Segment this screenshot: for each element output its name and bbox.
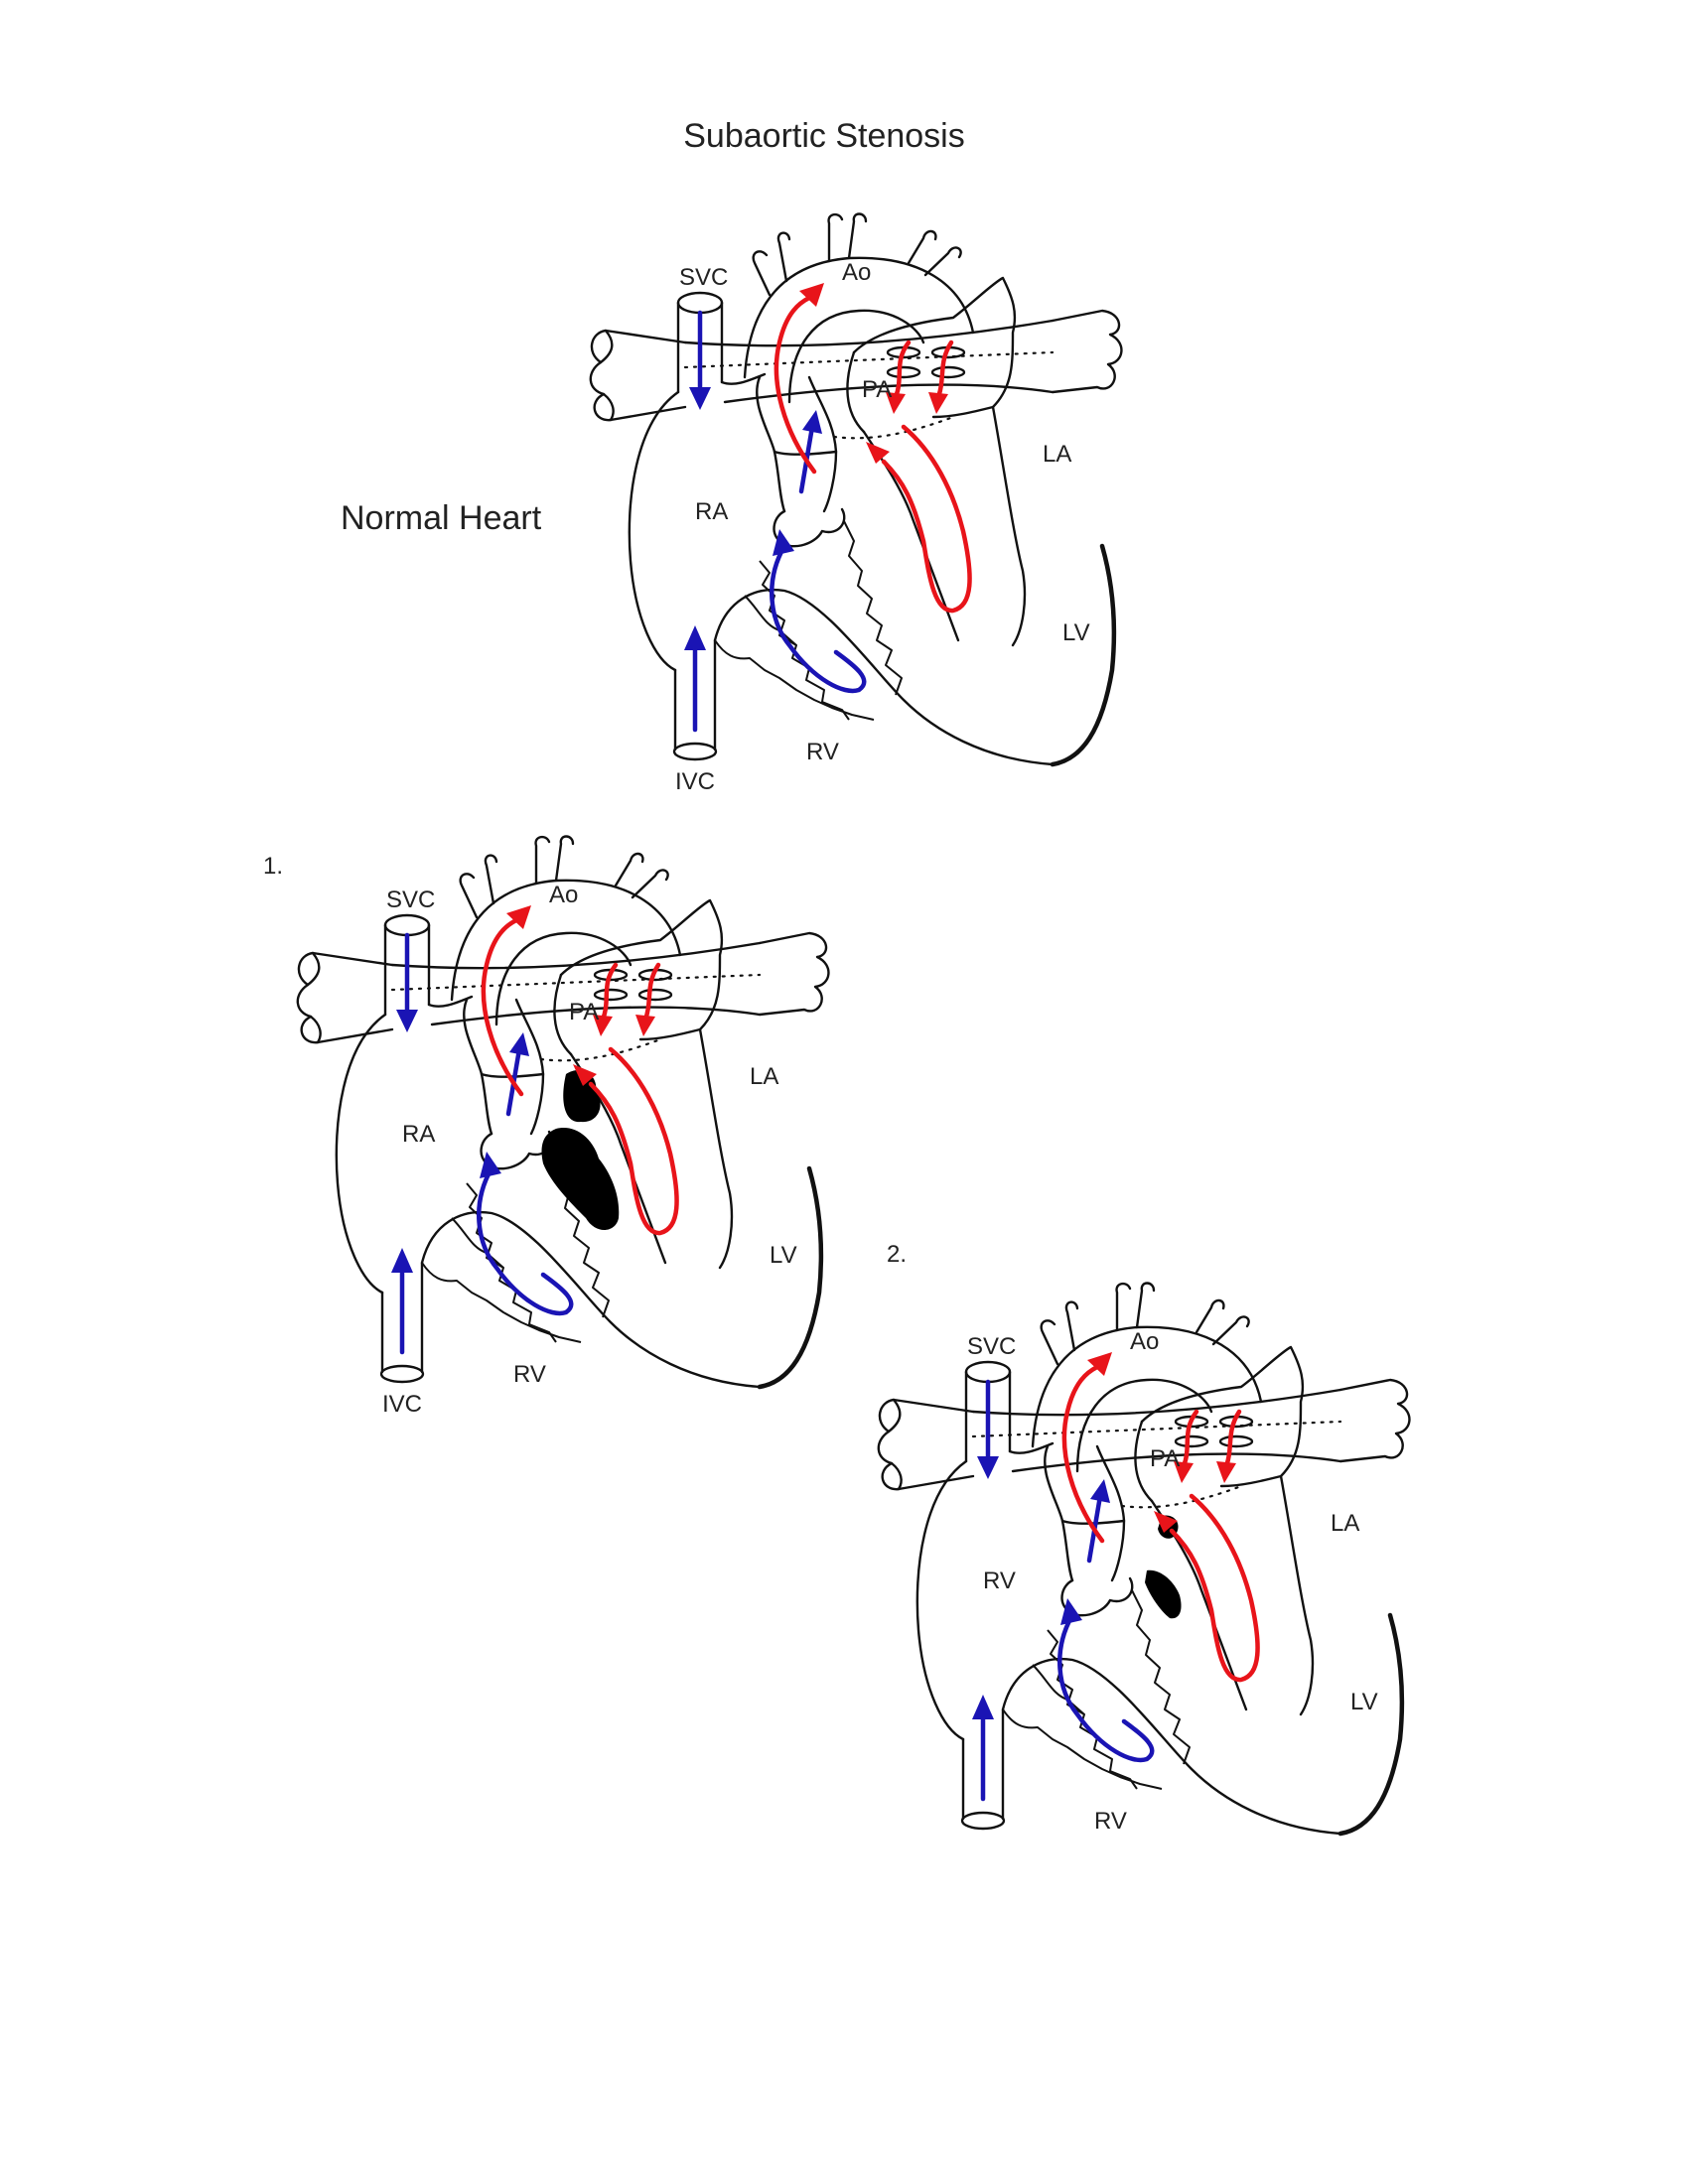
- chamber-labels: SVC Ao PA LA RV LV RV: [967, 1328, 1378, 1835]
- label-svc: SVC: [386, 887, 435, 913]
- heart-drawing: SVC Ao PA LA RA LV RV IVC: [296, 835, 830, 1418]
- lv-arrowhead: [866, 442, 890, 464]
- label-ivc: IVC: [675, 768, 715, 795]
- label-la: LA: [1043, 441, 1071, 468]
- chamber-labels: SVC Ao PA LA RA LV RV IVC: [382, 882, 797, 1418]
- aorta-flow-arrow: [774, 295, 817, 475]
- label-ra: RA: [402, 1121, 435, 1148]
- aorta-arrowhead: [799, 283, 824, 307]
- label-rv: RV: [806, 739, 839, 765]
- label-lv: LV: [770, 1242, 797, 1269]
- label-pa: PA: [1150, 1445, 1180, 1472]
- label-pa: PA: [569, 999, 599, 1025]
- heart-diagram-normal: SVC Ao PA LA RA LV RV IVC: [576, 204, 1132, 799]
- rv-arrowhead: [773, 529, 794, 556]
- heart-outline: [296, 835, 830, 1390]
- heart-outline: [877, 1282, 1411, 1837]
- heart-diagram-variant-2: SVC Ao PA LA RV LV RV: [864, 1273, 1420, 1868]
- ivc-arrowhead: [684, 625, 706, 650]
- flow-arrows: [684, 283, 972, 733]
- variant-1-caption: 1.: [263, 853, 284, 880]
- label-ao: Ao: [549, 882, 578, 908]
- pa-arrowhead: [802, 410, 822, 434]
- label-ra: RA: [695, 498, 728, 525]
- heart-drawing: SVC Ao PA LA RA LV RV IVC: [589, 212, 1123, 795]
- label-lv: LV: [1350, 1689, 1378, 1715]
- label-ao: Ao: [1130, 1328, 1159, 1355]
- label-ra: RV: [983, 1568, 1016, 1594]
- label-pa: PA: [862, 376, 892, 403]
- la-flow-arrow-2: [935, 340, 954, 400]
- label-svc: SVC: [967, 1333, 1016, 1360]
- variant-2-caption: 2.: [887, 1241, 908, 1268]
- svc-arrowhead: [689, 387, 711, 410]
- lv-flow-arrow: [881, 424, 972, 614]
- la-flow-arrow-1: [893, 340, 912, 400]
- page-title: Subaortic Stenosis: [683, 117, 965, 155]
- label-ivc: IVC: [382, 1391, 422, 1418]
- normal-heart-caption: Normal Heart: [341, 499, 542, 537]
- heart-diagram-variant-1: SVC Ao PA LA RA LV RV IVC: [283, 826, 839, 1422]
- label-ao: Ao: [842, 259, 871, 286]
- rv-flow-arrow: [770, 543, 867, 694]
- flow-arrows: [972, 1352, 1260, 1802]
- label-la: LA: [1331, 1510, 1359, 1537]
- label-svc: SVC: [679, 264, 728, 291]
- label-rv: RV: [1094, 1808, 1127, 1835]
- heart-outline: [589, 212, 1123, 767]
- heart-drawing: SVC Ao PA LA RV LV RV: [877, 1282, 1411, 1837]
- flow-arrows: [391, 905, 679, 1355]
- label-rv: RV: [513, 1361, 546, 1388]
- subaortic-obstruction-large: [541, 1070, 620, 1231]
- chamber-labels: SVC Ao PA LA RA LV RV IVC: [675, 259, 1090, 795]
- label-la: LA: [750, 1063, 778, 1090]
- label-lv: LV: [1062, 619, 1090, 646]
